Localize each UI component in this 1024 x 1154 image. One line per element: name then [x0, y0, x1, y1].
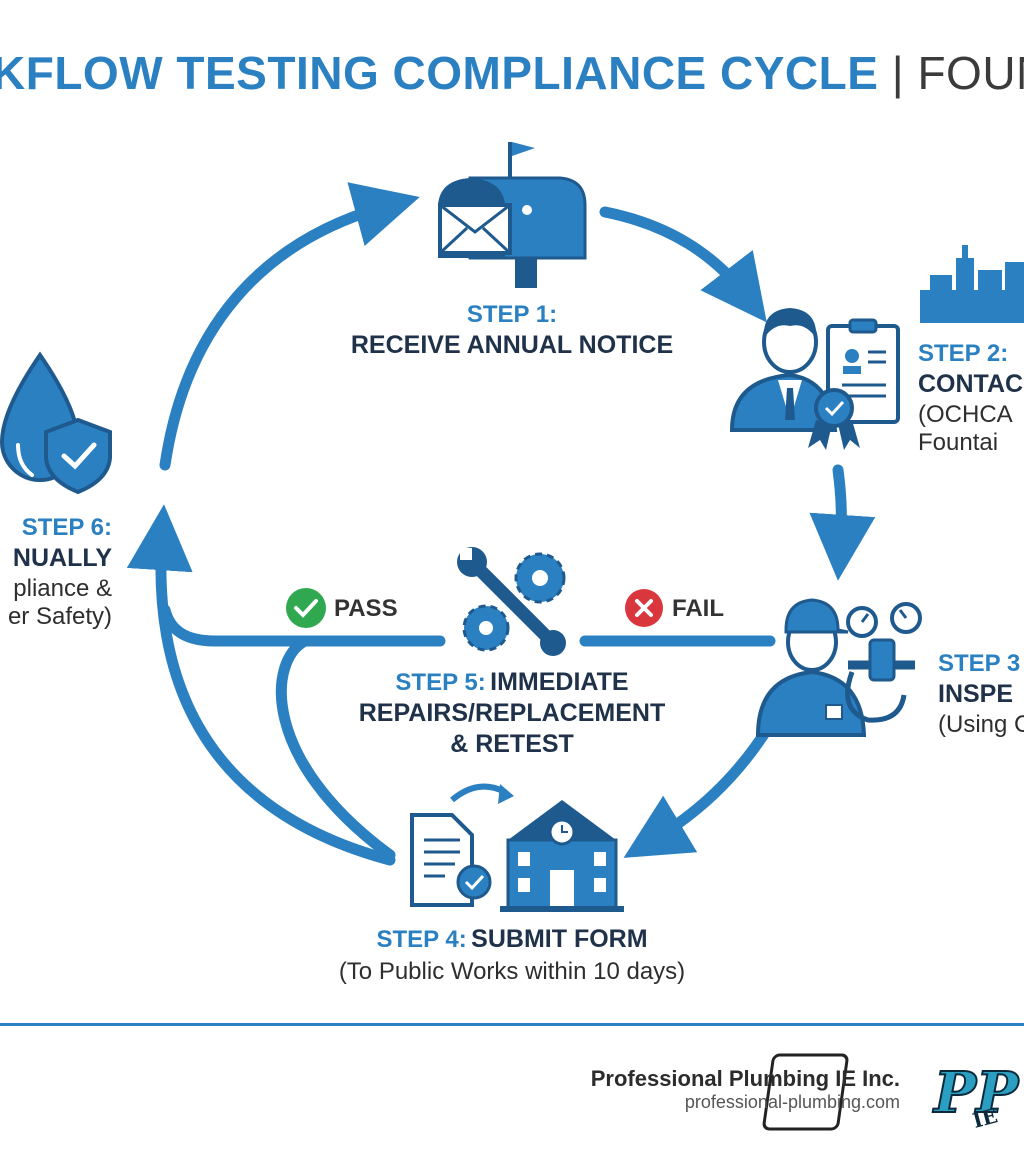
step5-title-line3: & RETEST [450, 730, 574, 758]
inspector-certificate-icon [729, 308, 900, 450]
logo-letters: PP [932, 1060, 1020, 1126]
step2-title: CONTAC [918, 370, 1024, 398]
step3-title: INSPE [938, 680, 1014, 708]
envelope-icon [438, 203, 512, 255]
step5-title-line1: IMMEDIATE [490, 668, 629, 696]
step2-sub1: (OCHCA [918, 401, 1013, 428]
city-skyline-icon [920, 245, 1024, 323]
document-check-icon [410, 783, 514, 907]
x-circle-icon [625, 589, 663, 627]
water-drop-shield-icon [0, 351, 112, 495]
step3-block: STEP 3 INSPE (Using C [938, 650, 1024, 739]
step5-block: STEP 5: IMMEDIATE REPAIRS/REPLACEMENT & … [330, 668, 694, 759]
pass-branch-line [159, 604, 446, 647]
step6-sub1: pliance & [13, 575, 112, 602]
arrow-2-to-3 [809, 464, 876, 581]
title-suffix: FOUN [917, 47, 1024, 99]
step4-heading: STEP 4: [376, 926, 467, 953]
step3-sub1: (Using C [938, 711, 1024, 738]
footer-divider [0, 1023, 1024, 1026]
step5-title-line2: REPAIRS/REPLACEMENT [358, 699, 666, 727]
step6-block: STEP 6: NUALLY pliance & er Safety) [8, 514, 112, 631]
page-title: KFLOW TESTING COMPLIANCE CYCLE | FOUN [0, 46, 1024, 100]
title-separator: | [891, 47, 905, 99]
step5-heading: STEP 5: [395, 669, 486, 696]
arrow-1-to-2 [599, 206, 767, 323]
arrow-6-to-1 [159, 182, 420, 471]
fail-label: FAIL [672, 595, 724, 622]
step1-block: STEP 1: RECEIVE ANNUAL NOTICE [332, 301, 692, 360]
pass-label: PASS [334, 595, 398, 622]
step4-block: STEP 4: SUBMIT FORM (To Public Works wit… [292, 925, 732, 986]
step2-heading: STEP 2: [918, 340, 1009, 367]
pass-branch-curve [275, 635, 396, 861]
step2-block: STEP 2: CONTAC (OCHCA Fountai [918, 340, 1023, 457]
step6-heading: STEP 6: [21, 514, 112, 541]
check-circle-icon [286, 588, 326, 628]
company-name: Professional Plumbing IE Inc. [590, 1066, 900, 1091]
step4-title: SUBMIT FORM [471, 925, 648, 953]
company-website: professional-plumbing.com [684, 1092, 900, 1112]
step6-sub2: er Safety) [7, 603, 112, 630]
wrench-gears-icon [457, 547, 566, 656]
cycle-arrows [126, 182, 876, 866]
step1-heading: STEP 1: [466, 301, 558, 328]
step1-title: RECEIVE ANNUAL NOTICE [350, 331, 674, 359]
title-main: KFLOW TESTING COMPLIANCE CYCLE [0, 47, 879, 99]
arrow-3-to-4 [623, 722, 774, 858]
step6-title: NUALLY [12, 544, 112, 572]
city-hall-icon [500, 800, 624, 912]
step2-sub2: Fountai [918, 429, 999, 456]
technician-gauge-icon [755, 598, 922, 737]
step4-sub: (To Public Works within 10 days) [338, 958, 686, 985]
logo-icon: PP IE [762, 1053, 1021, 1133]
step3-heading: STEP 3 [938, 650, 1021, 677]
